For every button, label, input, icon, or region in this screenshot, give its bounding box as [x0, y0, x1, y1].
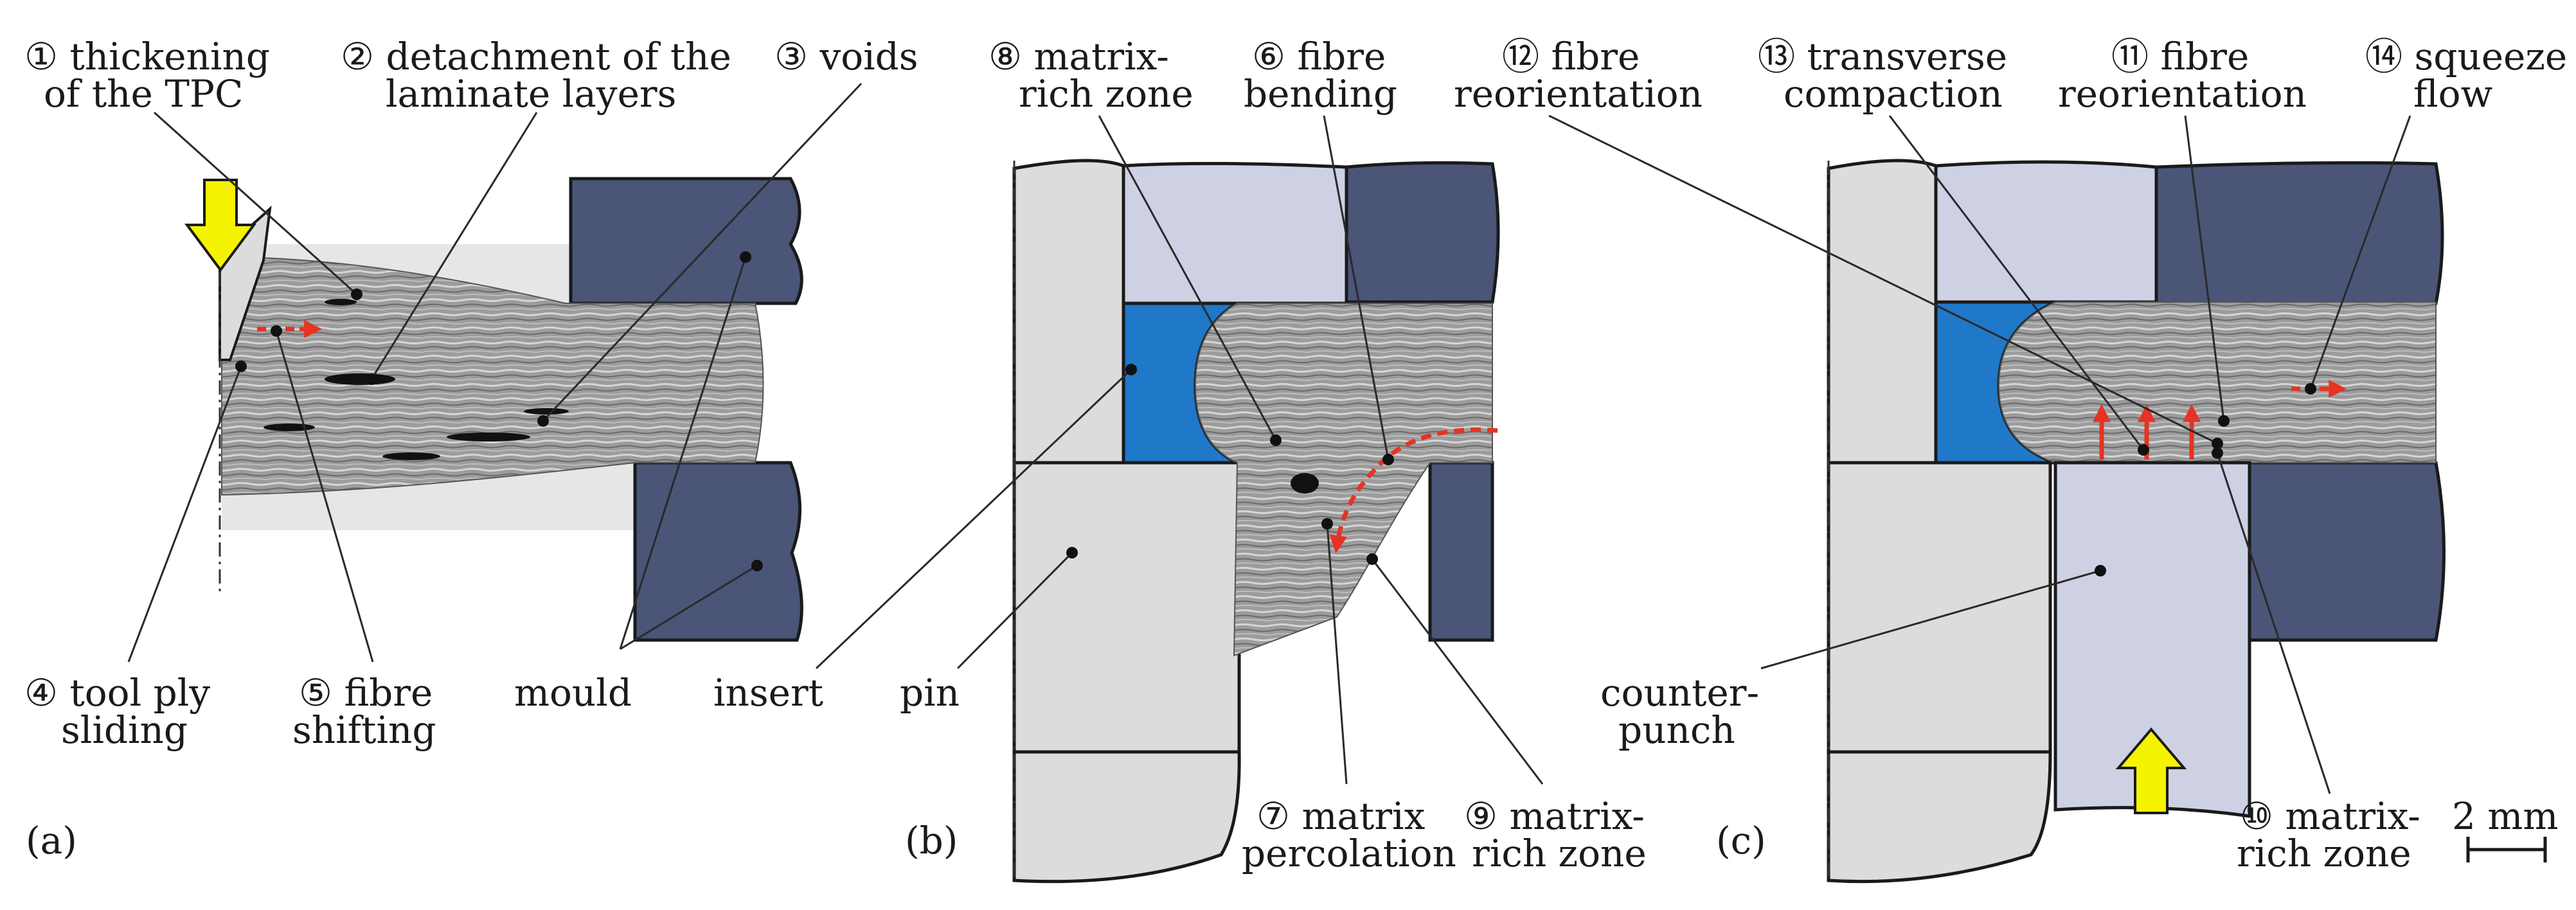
- mould-lower: [633, 461, 803, 642]
- void-b: [1291, 473, 1319, 494]
- label-counterpunch: counter-: [1600, 671, 1759, 715]
- tpc-specimen-b: [1194, 303, 1493, 657]
- panel-label-a: (a): [26, 819, 77, 862]
- label-squeeze-flow: ⑭ squeeze: [2365, 35, 2567, 78]
- label-fibre-reorientation-11-line2: reorientation: [2058, 72, 2307, 116]
- label-matrix-rich-zone-9: ⑨ matrix-: [1464, 794, 1645, 838]
- label-thickening-line2: of the TPC: [44, 72, 243, 116]
- label-counterpunch-line2: punch: [1618, 708, 1735, 752]
- label-fibre-bending: ⑥ fibre: [1252, 35, 1386, 78]
- label-fibre-shifting-line2: shifting: [292, 708, 436, 752]
- pin: [1012, 159, 1241, 884]
- label-matrix-rich-zone-8: ⑧ matrix-: [988, 35, 1169, 78]
- mould-upper-b: [1345, 161, 1500, 304]
- press-arrow-up-icon: [2115, 727, 2187, 814]
- mould-lower-b: [1428, 461, 1494, 642]
- label-matrix-percolation: ⑦ matrix: [1257, 794, 1425, 838]
- panel-a: ① thickening of the TPC ② detachment of …: [24, 35, 918, 862]
- label-detachment: ② detachment of the: [341, 35, 731, 78]
- label-fibre-shifting: ⑤ fibre: [299, 671, 433, 715]
- label-tool-ply: ④ tool ply: [24, 671, 210, 715]
- label-fibre-bending-line2: bending: [1244, 72, 1397, 116]
- tpc-specimen: [221, 256, 764, 496]
- mould-upper: [569, 177, 803, 305]
- label-matrix-rich-zone-10-line2: rich zone: [2237, 832, 2411, 875]
- label-matrix-rich-zone-8-line2: rich zone: [1019, 72, 1194, 116]
- label-thickening: ① thickening: [24, 35, 270, 78]
- label-fibre-reorientation-12-line2: reorientation: [1454, 72, 1703, 116]
- label-squeeze-flow-line2: flow: [2413, 72, 2492, 116]
- scale-bar-label: 2 mm: [2452, 794, 2558, 838]
- voids: [264, 299, 569, 460]
- mould-lower-c: [2248, 461, 2446, 642]
- label-pin: pin: [900, 671, 960, 715]
- label-fibre-reorientation-12: ⑫ fibre: [1502, 35, 1640, 78]
- percolation-arrow-icon: [1329, 427, 1498, 554]
- panel-c: ⑫ fibre reorientation ⑬ transverse compa…: [1454, 35, 2567, 884]
- scale-bar: 2 mm: [2452, 794, 2558, 862]
- label-detachment-line2: laminate layers: [386, 72, 676, 116]
- label-fibre-reorientation-11: ⑪ fibre: [2111, 35, 2249, 78]
- panel-label-b: (b): [905, 819, 958, 862]
- panel-label-c: (c): [1716, 819, 1766, 862]
- label-matrix-rich-zone-9-line2: rich zone: [1472, 832, 1647, 875]
- panel-b: ⑧ matrix- rich zone ⑥ fibre bending inse…: [713, 35, 1647, 884]
- label-matrix-rich-zone-10: ⑩ matrix-: [2240, 794, 2420, 838]
- label-mould: mould: [514, 671, 632, 715]
- label-matrix-percolation-line2: percolation: [1242, 832, 1456, 875]
- mould-upper-c: [2154, 161, 2444, 305]
- label-voids: ③ voids: [774, 35, 918, 78]
- label-tool-ply-line2: sliding: [61, 708, 188, 752]
- label-transverse-compaction: ⑬ transverse: [1758, 35, 2007, 78]
- label-transverse-compaction-line2: compaction: [1784, 72, 2003, 116]
- label-insert: insert: [713, 671, 823, 715]
- upper-punch-c: [1934, 160, 2158, 304]
- upper-punch: [1122, 161, 1348, 305]
